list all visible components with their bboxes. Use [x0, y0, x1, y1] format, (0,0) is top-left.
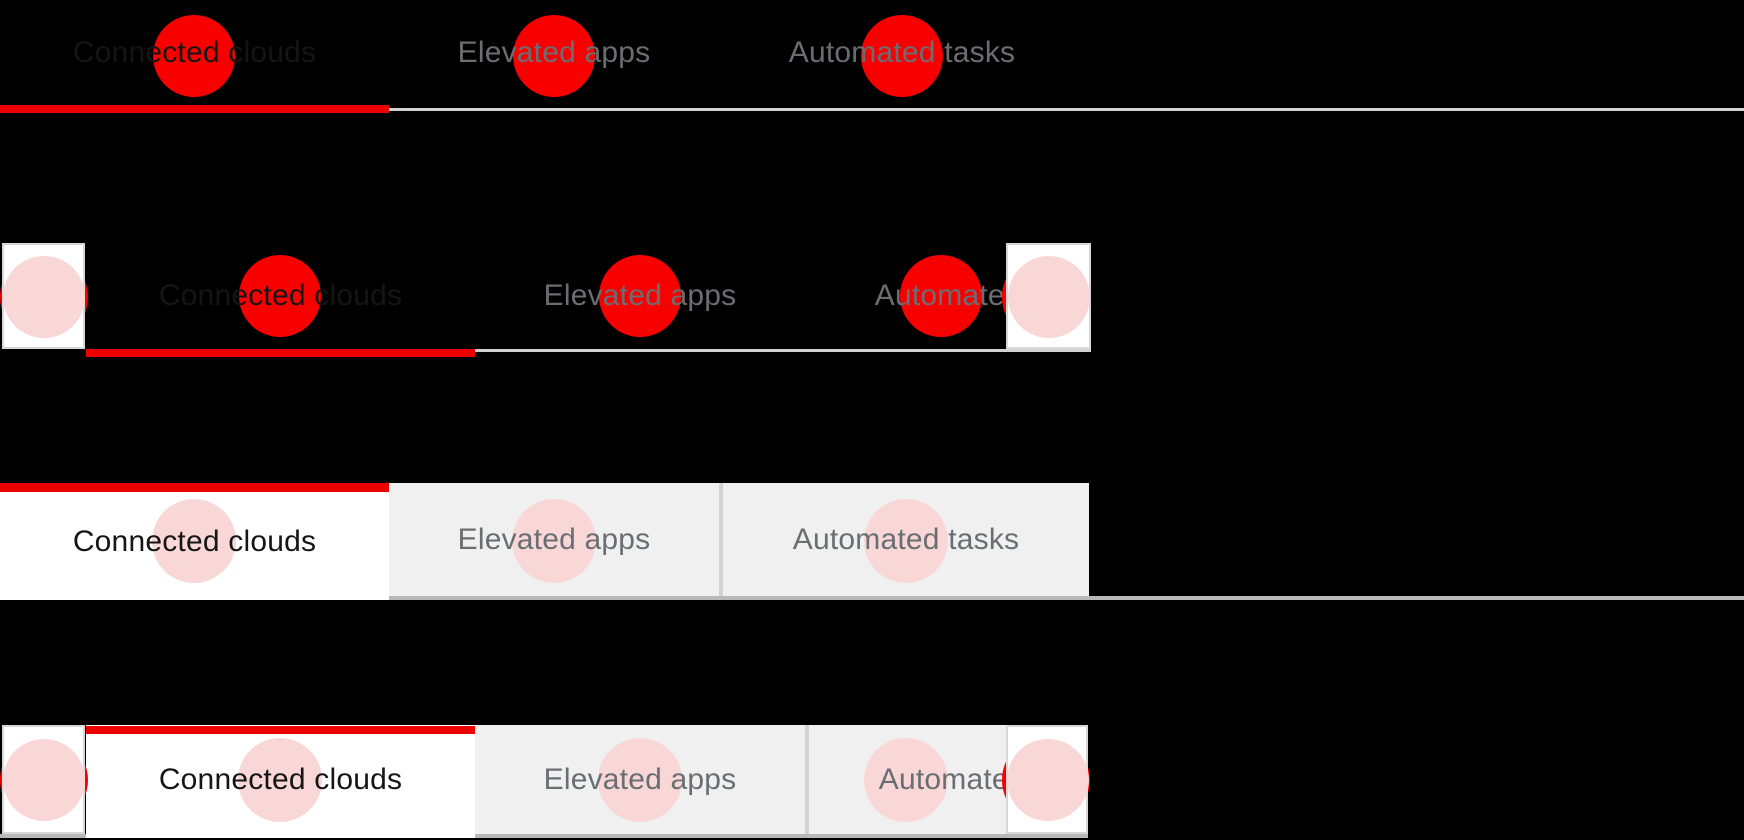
tabs-bottom-border [475, 349, 1091, 352]
tab-connected-clouds[interactable]: Connected clouds [86, 243, 475, 349]
tab-automated-tasks[interactable]: Automated tasks [805, 243, 1006, 349]
touch-indicator-red-dot [900, 255, 982, 337]
touch-indicator-red-dot [153, 15, 235, 97]
tab-label: Automated tasks [874, 279, 1006, 312]
touch-indicator-pink-dot [1008, 256, 1090, 338]
touch-indicator-pink-dot [598, 738, 682, 822]
tab-elevated-apps[interactable]: Elevated apps [389, 0, 719, 105]
tabs-scroll-viewport: Connected clouds Elevated apps Automated… [86, 725, 1006, 838]
tab-label: Elevated apps [543, 279, 737, 312]
touch-indicator-pink-dot [152, 499, 236, 583]
tab-label: Connected clouds [72, 524, 317, 558]
tab-label: Connected clouds [158, 279, 403, 312]
active-tab-top-indicator [86, 726, 475, 734]
tabs-bottom-border [0, 834, 1088, 838]
tab-divider [805, 725, 809, 834]
touch-indicator-red-dot [513, 15, 595, 97]
touch-indicator-red-dot [861, 15, 943, 97]
touch-indicator-pink-dot [864, 738, 948, 822]
touch-indicator-pink-dot [238, 738, 322, 822]
tabs-bottom-border [389, 108, 1744, 111]
touch-indicator-pink-dot [864, 499, 948, 583]
active-tab-underline [0, 105, 389, 113]
tab-label: Automated tasks [878, 762, 1006, 796]
tab-label: Connected clouds [158, 762, 403, 796]
touch-indicator-pink-dot [512, 499, 596, 583]
touch-indicator-pink-dot [3, 256, 85, 338]
active-tab-underline [86, 349, 475, 357]
touch-indicator-pink-dot [1007, 739, 1089, 821]
tab-label: Elevated apps [543, 762, 737, 796]
tab-label: Connected clouds [72, 35, 317, 69]
tabs-bottom-border [0, 596, 1744, 600]
touch-indicator-red-dot [599, 255, 681, 337]
tab-label: Automated tasks [788, 35, 1016, 69]
touch-indicator-pink-dot [3, 739, 85, 821]
active-tab-top-indicator [0, 483, 389, 492]
tab-elevated-apps[interactable]: Elevated apps [475, 243, 805, 349]
tab-automated-tasks[interactable]: Automated tasks [719, 0, 1085, 105]
touch-indicator-red-dot [239, 255, 321, 337]
tab-label: Elevated apps [457, 35, 651, 69]
tab-connected-clouds[interactable]: Connected clouds [0, 0, 389, 105]
tabs-scroll-viewport: Connected clouds Elevated apps Automated… [86, 243, 1006, 349]
tab-label: Elevated apps [457, 522, 651, 556]
tab-divider [719, 483, 723, 596]
tab-label: Automated tasks [792, 522, 1020, 556]
